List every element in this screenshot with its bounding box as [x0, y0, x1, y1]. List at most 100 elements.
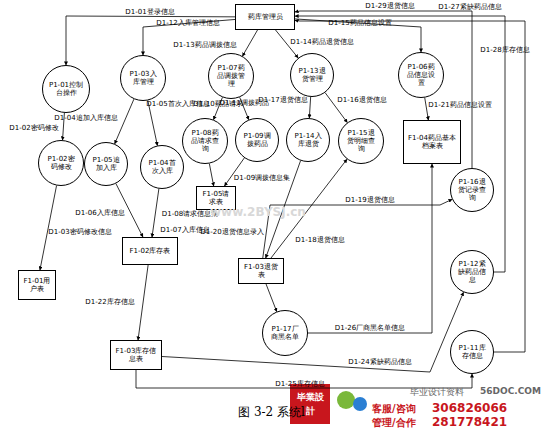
- contact-number: 306826066: [432, 401, 507, 415]
- watermark-text: www.2BYSJ.cn: [210, 205, 306, 219]
- circle-shape: [263, 311, 308, 356]
- node-text: F1-04药品基本档案表: [404, 134, 460, 150]
- circle-shape: [43, 66, 90, 113]
- process-circle: P1-12紧缺药品信息: [450, 250, 494, 294]
- data-flow: [242, 30, 257, 56]
- node-text: P1-15退货明细查询: [338, 129, 384, 153]
- process-circle: P1-06药品信息设置: [398, 52, 444, 98]
- flow-label: D1-01登录信息: [125, 8, 174, 16]
- process-circle: P1-02密码修改: [38, 140, 84, 186]
- process-circle: P1-14入库退货: [286, 118, 330, 162]
- flow-label: D1-14药品退货信息: [290, 38, 353, 46]
- flow-label: D1-16退货信息: [337, 96, 386, 104]
- data-flow: [143, 19, 235, 55]
- process-circle: P1-13退货管理: [290, 53, 334, 97]
- circle-shape: [85, 143, 128, 186]
- actor-box: 药库管理员: [235, 4, 295, 30]
- watermark-text: 56DOC.COM: [480, 386, 541, 396]
- flow-label: D1-03密码修改信息: [48, 228, 111, 236]
- flow-label: D1-17退货信息: [258, 96, 307, 104]
- data-store: F1-04药品基本档案表: [403, 120, 461, 164]
- data-store: F1-03退货表: [238, 258, 284, 284]
- node-text: P1-06药品信息设置: [398, 63, 444, 87]
- data-flow: [40, 186, 57, 270]
- node-text: P1-12紧缺药品信息: [450, 260, 494, 284]
- node-text: P1-17厂商黑名单: [262, 325, 308, 341]
- node-text: P1-16退货记录查询: [450, 178, 494, 202]
- circle-shape: [451, 331, 494, 374]
- node-text: P1-14入库退货: [286, 132, 330, 148]
- flow-label: D1-20退货信息录入: [200, 228, 263, 236]
- process-circle: P1-08药品请求查询: [182, 118, 228, 164]
- figure-caption: 图 3-2 系统l: [0, 404, 543, 421]
- node-text: P1-11库存信息: [450, 344, 494, 360]
- node-text: P1-05追加入库: [84, 156, 128, 172]
- process-circle: P1-01控制台操作: [42, 65, 90, 113]
- circle-shape: [287, 119, 330, 162]
- data-store: F1-01用户表: [18, 270, 56, 300]
- data-flow: [136, 370, 472, 388]
- flow-label: D1-21药品信息设置: [428, 101, 491, 109]
- contact-label: 管理/合作: [372, 416, 416, 429]
- data-flow: [138, 265, 148, 340]
- node-text: F1-03库存信息表: [111, 347, 161, 363]
- circle-shape: [209, 54, 254, 99]
- circle-shape: [451, 169, 494, 212]
- contact-number: 281778421: [432, 415, 507, 429]
- node-text: P1-09调拨药品: [235, 132, 279, 148]
- circle-shape: [121, 56, 166, 101]
- process-circle: P1-16退货记录查询: [450, 168, 494, 212]
- flow-label: D1-29退货信息: [365, 2, 414, 10]
- node-text: F1-01用户表: [19, 277, 55, 293]
- circle-shape: [39, 141, 84, 186]
- data-flow: [266, 284, 277, 312]
- node-text: P1-01控制台操作: [42, 81, 90, 97]
- flow-label: D1-09调拨信息集: [234, 174, 290, 182]
- process-circle: P1-07药品调拨管理: [208, 53, 254, 99]
- circle-shape: [141, 146, 184, 189]
- data-flow: [425, 98, 429, 120]
- node-text: P1-13退货管理: [290, 67, 334, 83]
- node-text: F1-05请求表: [197, 190, 235, 206]
- node-text: P1-08药品请求查询: [182, 129, 228, 153]
- node-text: P1-02密码修改: [38, 155, 84, 171]
- process-circle: P1-04首次入库: [140, 145, 184, 189]
- flow-label: D1-24紧缺药品信息: [348, 358, 411, 366]
- circle-shape: [183, 119, 228, 164]
- circle-shape: [399, 53, 444, 98]
- flow-label: D1-12入库管理信息: [156, 19, 219, 27]
- flow-label: D1-19退货信息: [345, 196, 394, 204]
- contact-label: 客服/咨询: [372, 402, 416, 416]
- flow-label: D1-13药品调拨信息: [173, 41, 236, 49]
- node-text: 药库管理员: [244, 13, 287, 21]
- flow-label: D1-02密码修改: [9, 124, 58, 132]
- data-flow: [308, 164, 432, 333]
- flow-label: D1-26厂商黑名单信息: [335, 324, 405, 332]
- flow-label: D1-18退货信息: [295, 236, 344, 244]
- data-flow: [209, 164, 213, 186]
- process-circle: P1-03入库管理: [120, 55, 166, 101]
- flow-label: D1-04追加入库信息: [54, 114, 117, 122]
- logo-icon: [353, 397, 367, 411]
- watermark-text: 毕业设计资料: [410, 386, 464, 399]
- node-text: F1-03退货表: [239, 263, 283, 279]
- process-circle: P1-05追加入库: [84, 142, 128, 186]
- data-flow: [295, 19, 421, 52]
- node-text: P1-07药品调拨管理: [208, 64, 254, 88]
- flow-label: D1-27紧缺药品信息: [438, 3, 501, 11]
- data-store: F1-02库存表: [122, 237, 178, 265]
- circle-shape: [451, 251, 494, 294]
- process-circle: P1-15退货明细查询: [338, 118, 384, 164]
- flow-label: D1-06入库信息: [75, 209, 124, 217]
- data-flow: [152, 189, 159, 237]
- node-text: P1-04首次入库: [140, 159, 184, 175]
- flow-label: D1-08请求信息集: [162, 210, 218, 218]
- flow-label: D1-22库存信息: [85, 298, 134, 306]
- logo-icon: [337, 391, 355, 409]
- node-text: F1-02库存表: [126, 247, 175, 255]
- data-flow: [162, 292, 463, 372]
- process-circle: P1-11库存信息: [450, 330, 494, 374]
- circle-shape: [236, 119, 279, 162]
- circle-shape: [339, 119, 384, 164]
